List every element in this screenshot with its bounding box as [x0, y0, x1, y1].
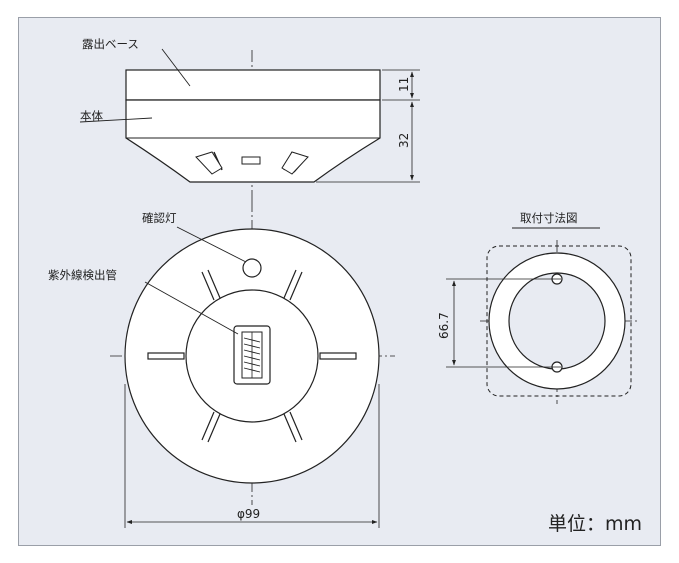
exposed-base-label: 露出ベース — [82, 37, 139, 51]
body-label: 本体 — [80, 109, 103, 123]
top-height-dim: 11 — [397, 77, 411, 92]
indicator-lamp-shape — [242, 258, 262, 278]
radial-slots — [147, 269, 357, 443]
indicator-lamp-label: 確認灯 — [142, 211, 177, 225]
unit-label: 単位：mm — [548, 513, 642, 535]
diameter-dim: φ99 — [237, 507, 260, 521]
side-view — [79, 48, 420, 200]
uv-tube-label: 紫外線検出管 — [48, 268, 117, 282]
body-height-dim: 32 — [397, 133, 411, 148]
mounting-view — [446, 227, 638, 404]
exposed-base-shape — [125, 69, 381, 101]
mounting-ring-inner — [508, 272, 606, 370]
bottom-view — [110, 200, 395, 528]
body-shape — [125, 99, 381, 183]
mounting-dims-label: 取付寸法図 — [520, 211, 578, 225]
mount-pitch-dim: 66.7 — [437, 312, 451, 339]
